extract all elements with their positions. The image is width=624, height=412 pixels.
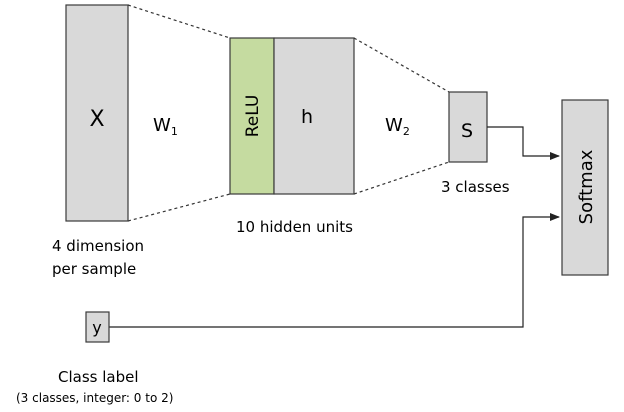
input-x-box [65,4,129,222]
y-caption-line1: Class label [58,368,139,386]
softmax-box [561,99,609,276]
hidden-h-box [273,37,355,195]
arrow-s-to-softmax [487,126,560,160]
scores-s-box [448,91,488,163]
y-caption-line2: (3 classes, integer: 0 to 2) [16,391,173,405]
label-y-text: y [92,318,101,337]
relu-box [229,37,275,195]
hidden-caption: 10 hidden units [236,218,353,236]
input-caption-line2: per sample [52,260,136,278]
connector-x-to-relu-bottom [127,193,231,222]
w1-label: W1 [153,115,178,138]
w2-label: W2 [385,115,410,138]
scores-s-label: S [461,120,473,142]
scores-caption: 3 classes [441,178,510,196]
softmax-label: Softmax [576,149,597,224]
connector-h-to-s-bottom [353,161,450,195]
input-caption-line1: 4 dimension [52,237,144,255]
connector-x-to-relu-top [127,4,231,39]
connector-h-to-s-top [353,37,450,93]
label-y-box [85,311,110,343]
hidden-h-label: h [301,106,313,128]
relu-label: ReLU [243,95,263,138]
input-x-label: X [89,107,104,132]
arrow-y-to-softmax [109,213,560,328]
